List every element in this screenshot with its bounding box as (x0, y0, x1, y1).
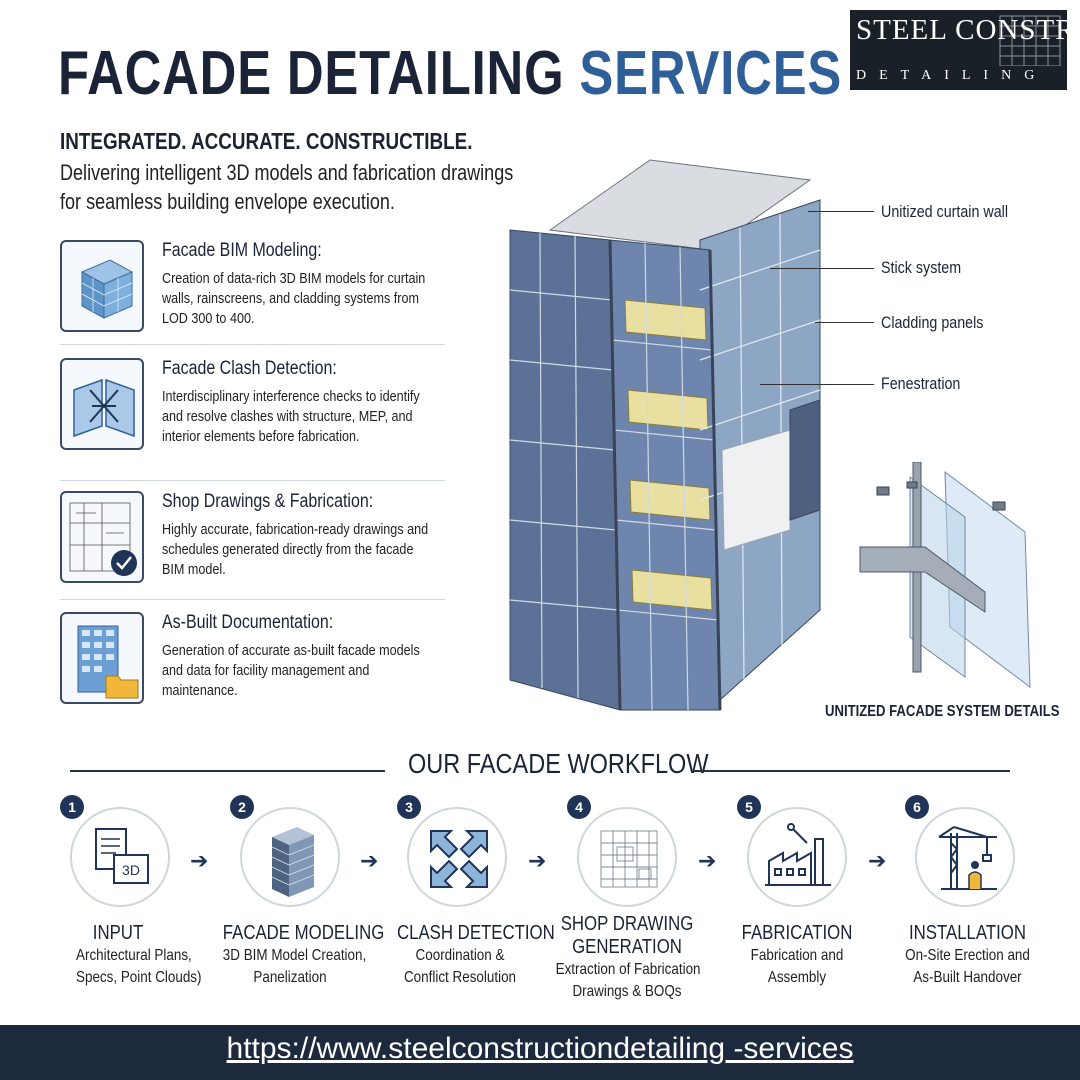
step-3-label: CLASH DETECTION Coordination & Conflict … (385, 922, 555, 989)
factory-icon (747, 807, 847, 907)
step-number: 1 (60, 795, 84, 819)
arrows-clash-icon (407, 807, 507, 907)
service-desc: Interdisciplinary interference checks to… (162, 388, 420, 445)
glass-cube-icon (60, 240, 144, 332)
callout-line (815, 322, 874, 323)
service-title: Shop Drawings & Fabrication: (162, 491, 374, 512)
callout-line (808, 211, 874, 212)
crane-icon (915, 807, 1015, 907)
callout-line (770, 268, 874, 269)
step-desc-1: 3D BIM Model Creation, (222, 947, 367, 964)
step-desc-2: Assembly (767, 969, 827, 986)
callout-cladding-panels: Cladding panels (881, 313, 984, 332)
document-3d-icon: 3D (70, 807, 170, 907)
logo-line-2: DETAILING (856, 68, 1048, 83)
service-desc: Creation of data-rich 3D BIM models for … (162, 270, 426, 327)
subline: Delivering intelligent 3D models and fab… (60, 158, 513, 216)
step-desc-2: As-Built Handover (913, 969, 1022, 986)
subline-2: for seamless building envelope execution… (60, 189, 395, 214)
facade-building-illustration (509, 159, 821, 711)
divider (60, 344, 445, 345)
workflow-title: OUR FACADE WORKFLOW (408, 748, 709, 779)
step-desc-2: Specs, Point Clouds) (76, 969, 202, 986)
step-4-label: SHOP DRAWING GENERATION Extraction of Fa… (542, 913, 712, 1003)
callout-line (760, 384, 874, 385)
footer-bar: https://www.steelconstructiondetailing -… (0, 1025, 1080, 1080)
icon-3d-text: 3D (122, 862, 140, 878)
unitized-detail-illustration (859, 462, 1031, 689)
tagline: INTEGRATED. ACCURATE. CONSTRUCTIBLE. (60, 128, 473, 154)
step-1-label: INPUT Architectural Plans, Specs, Point … (68, 922, 202, 989)
arrow-right-icon: ➔ (698, 848, 717, 873)
service-title: Facade BIM Modeling: (162, 240, 322, 261)
logo-building-icon (999, 15, 1061, 66)
callout-unitized-curtain-wall: Unitized curtain wall (881, 202, 1008, 221)
step-number: 5 (737, 795, 761, 819)
arrow-right-icon: ➔ (868, 848, 887, 873)
arrow-right-icon: ➔ (360, 848, 379, 873)
title-main: FACADE DETAILING (58, 39, 580, 108)
service-title: Facade Clash Detection: (162, 358, 337, 379)
step-title: INPUT (92, 922, 144, 944)
callout-stick-system: Stick system (881, 258, 962, 277)
detail-caption: UNITIZED FACADE SYSTEM DETAILS (825, 703, 1060, 720)
arrow-right-icon: ➔ (528, 848, 547, 873)
service-title: As-Built Documentation: (162, 612, 334, 633)
company-logo[interactable]: STEEL CONSTRUCTION DETAILING (850, 10, 1067, 90)
step-title: INSTALLATION (908, 922, 1026, 944)
divider (60, 599, 445, 600)
step-desc-1: On-Site Erection and (905, 947, 1030, 964)
step-desc-2: Drawings & BOQs (572, 983, 682, 1000)
blueprint-icon (577, 807, 677, 907)
service-desc: Highly accurate, fabrication-ready drawi… (162, 521, 429, 578)
step-desc-1: Fabrication and (750, 947, 844, 964)
step-desc-1: Coordination & (415, 947, 505, 964)
service-desc: Generation of accurate as-built facade m… (162, 642, 420, 699)
step-number: 3 (397, 795, 421, 819)
step-title: FABRICATION (741, 922, 853, 944)
building-folder-icon (60, 612, 144, 704)
website-link[interactable]: https://www.steelconstructiondetailing -… (226, 1032, 854, 1065)
workflow-rule-right (693, 770, 1010, 772)
step-number: 4 (567, 795, 591, 819)
step-desc-2: Conflict Resolution (403, 969, 517, 986)
step-number: 2 (230, 795, 254, 819)
step-title: CLASH DETECTION (397, 922, 555, 944)
step-desc-2: Panelization (253, 969, 327, 986)
step-title-2: GENERATION (572, 936, 682, 958)
tower-model-icon (240, 807, 340, 907)
clash-icon (60, 358, 144, 450)
step-5-label: FABRICATION Fabrication and Assembly (727, 922, 867, 989)
step-6-label: INSTALLATION On-Site Erection and As-Bui… (885, 922, 1050, 989)
step-2-label: FACADE MODELING 3D BIM Model Creation, P… (210, 922, 385, 989)
logo-line-1: STEEL CONSTRUCTION (856, 14, 1067, 46)
divider (60, 480, 445, 481)
arrow-right-icon: ➔ (190, 848, 209, 873)
subline-1: Delivering intelligent 3D models and fab… (60, 160, 514, 185)
step-desc-1: Architectural Plans, (76, 947, 192, 964)
title-accent: SERVICES (579, 39, 843, 108)
drawing-check-icon (60, 491, 144, 583)
step-desc-1: Extraction of Fabrication (555, 961, 701, 978)
page-title: FACADE DETAILING SERVICES (58, 38, 842, 109)
workflow-rule-left (70, 770, 385, 772)
step-title: FACADE MODELING (222, 922, 385, 944)
callout-fenestration: Fenestration (881, 374, 961, 393)
step-number: 6 (905, 795, 929, 819)
step-title-1: SHOP DRAWING (560, 913, 694, 935)
